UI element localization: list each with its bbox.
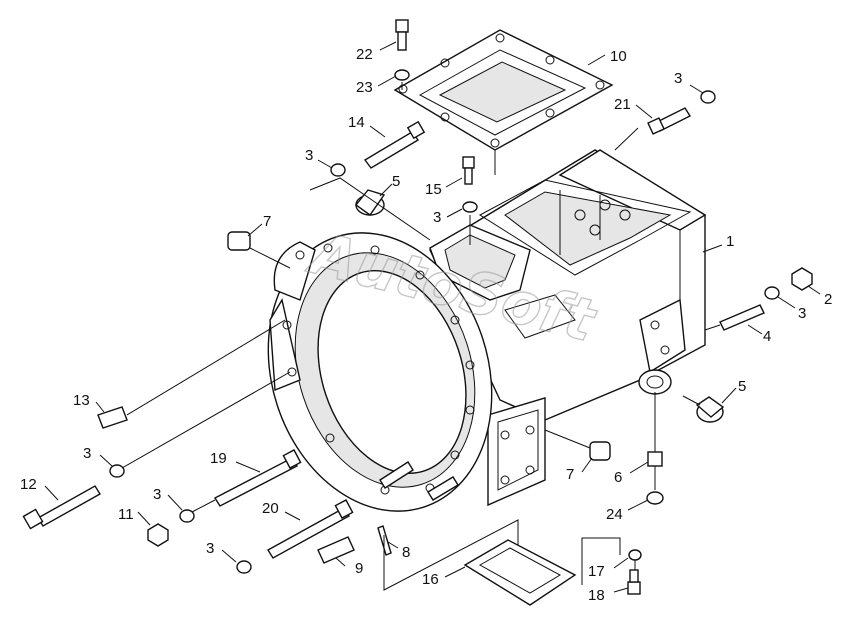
callout-5: 5 (738, 378, 746, 395)
callout-3: 3 (153, 486, 161, 503)
callout-3: 3 (206, 540, 214, 557)
top-cover (393, 29, 614, 151)
callout-8: 8 (402, 544, 410, 561)
callout-2: 2 (824, 291, 832, 308)
callout-20: 20 (262, 500, 279, 517)
callout-23: 23 (356, 79, 373, 96)
callout-3: 3 (83, 445, 91, 462)
callout-3: 3 (433, 209, 441, 226)
callout-3: 3 (798, 305, 806, 322)
callout-4: 4 (763, 328, 771, 345)
callout-5: 5 (392, 173, 400, 190)
leader-lines (44, 41, 821, 593)
callout-labels: 1 2 3 3 3 3 3 3 3 4 5 5 6 7 7 8 9 10 11 … (20, 46, 832, 604)
callout-17: 17 (588, 563, 605, 580)
callout-7: 7 (263, 213, 271, 230)
callout-10: 10 (610, 48, 627, 65)
transmission-housing (267, 149, 707, 512)
bottom-cover (463, 539, 577, 606)
callout-24: 24 (606, 506, 623, 523)
callout-12: 12 (20, 476, 37, 493)
callout-11: 11 (118, 506, 134, 523)
callout-14: 14 (348, 114, 365, 131)
callout-9: 9 (355, 560, 363, 577)
callout-21: 21 (614, 96, 631, 113)
callout-19: 19 (210, 450, 227, 467)
callout-3: 3 (674, 70, 682, 87)
callout-15: 15 (425, 181, 442, 198)
callout-16: 16 (422, 571, 439, 588)
callout-13: 13 (73, 392, 90, 409)
callout-6: 6 (614, 469, 622, 486)
fasteners (22, 19, 813, 595)
flange-bolt-holes (282, 243, 475, 495)
callout-18: 18 (588, 587, 605, 604)
callout-22: 22 (356, 46, 373, 63)
callout-7: 7 (566, 466, 574, 483)
callout-3: 3 (305, 147, 313, 164)
callout-1: 1 (726, 233, 734, 250)
